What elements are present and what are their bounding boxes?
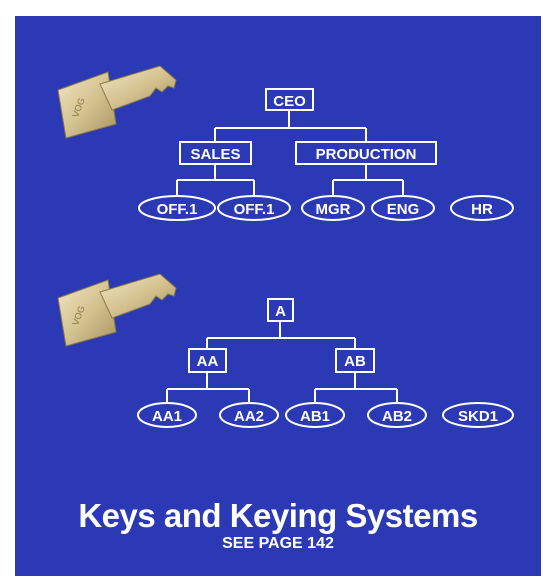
org-leaf-off1-a: OFF.1 [138, 195, 216, 221]
svg-text:PRODUCTION: PRODUCTION [316, 146, 417, 163]
bottom-connectors [166, 321, 398, 403]
footer-subtitle: SEE PAGE 142 [222, 535, 334, 552]
key-leaf-skd1: SKD1 [442, 402, 514, 428]
svg-text:HR: HR [471, 201, 493, 218]
svg-text:MGR: MGR [316, 201, 351, 218]
svg-text:SKD1: SKD1 [458, 408, 498, 425]
org-leaf-off1-b: OFF.1 [217, 195, 291, 221]
svg-text:AA: AA [197, 353, 219, 370]
svg-text:AB2: AB2 [382, 408, 412, 425]
key-leaf-aa1: AA1 [137, 402, 197, 428]
key-node-aa: AA [188, 348, 227, 373]
key-node-a: A [267, 298, 294, 322]
key-leaf-aa2: AA2 [219, 402, 279, 428]
svg-text:CEO: CEO [273, 93, 306, 110]
svg-text:AA2: AA2 [234, 408, 264, 425]
svg-text:SALES: SALES [190, 146, 240, 163]
svg-text:A: A [275, 303, 286, 320]
org-node-sales: SALES [179, 141, 252, 165]
svg-text:OFF.1: OFF.1 [157, 201, 198, 218]
key-leaf-ab1: AB1 [285, 402, 345, 428]
key-node-ab: AB [335, 348, 375, 373]
top-connectors [176, 110, 404, 196]
svg-text:AB: AB [344, 353, 366, 370]
org-node-production: PRODUCTION [295, 141, 437, 165]
org-leaf-hr: HR [450, 195, 514, 221]
svg-text:AB1: AB1 [300, 408, 330, 425]
key-icon: VOG [57, 65, 177, 139]
svg-text:OFF.1: OFF.1 [234, 201, 275, 218]
svg-text:AA1: AA1 [152, 408, 182, 425]
org-leaf-eng: ENG [371, 195, 435, 221]
org-leaf-mgr: MGR [301, 195, 365, 221]
svg-text:ENG: ENG [387, 201, 420, 218]
org-node-ceo: CEO [265, 88, 314, 111]
key-leaf-ab2: AB2 [367, 402, 427, 428]
key-icon: VOG [57, 273, 177, 347]
footer-title: Keys and Keying Systems [78, 497, 478, 534]
